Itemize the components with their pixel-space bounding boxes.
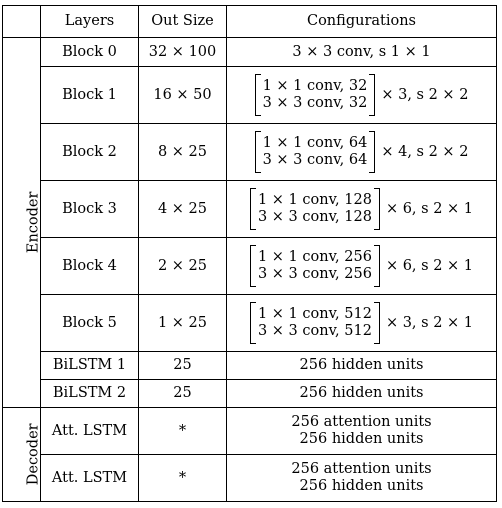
layer-name: BiLSTM 1 bbox=[40, 351, 139, 380]
configuration: 256 attention units 256 hidden units bbox=[226, 454, 497, 502]
architecture-table: Layers Out Size Configurations Encoder B… bbox=[2, 5, 497, 502]
config-line: 256 attention units bbox=[291, 461, 432, 478]
configuration: 1 × 1 conv, 512 3 × 3 conv, 512 × 3, s 2… bbox=[226, 294, 497, 352]
config-multiplier: × 6, s 2 × 1 bbox=[385, 257, 474, 274]
configuration: 1 × 1 conv, 256 3 × 3 conv, 256 × 6, s 2… bbox=[226, 237, 497, 295]
header-configurations: Configurations bbox=[226, 5, 497, 38]
config-line: 3 × 3 conv, 512 bbox=[257, 323, 372, 339]
decoder-label: Decoder bbox=[25, 423, 42, 486]
layer-name: Block 4 bbox=[40, 237, 139, 295]
config-line: 1 × 1 conv, 512 bbox=[257, 306, 372, 323]
table-row: Att. LSTM * 256 attention units 256 hidd… bbox=[3, 454, 497, 502]
layer-name: Att. LSTM bbox=[40, 407, 139, 455]
config-line: 256 attention units bbox=[291, 414, 432, 431]
table-row: Decoder Att. LSTM * 256 attention units … bbox=[2, 407, 497, 502]
out-size: * bbox=[138, 407, 227, 455]
config-line: 1 × 1 conv, 256 bbox=[257, 249, 372, 266]
configuration: 256 attention units 256 hidden units bbox=[226, 407, 497, 455]
table-row: Block 1 16 × 50 1 × 1 conv, 32 3 × 3 con… bbox=[3, 66, 497, 124]
configuration: 1 × 1 conv, 64 3 × 3 conv, 64 × 4, s 2 ×… bbox=[226, 123, 497, 181]
out-size: * bbox=[138, 454, 227, 502]
config-bracket: 1 × 1 conv, 512 3 × 3 conv, 512 bbox=[249, 302, 380, 345]
table-row: Block 5 1 × 25 1 × 1 conv, 512 3 × 3 con… bbox=[3, 294, 497, 352]
out-size: 2 × 25 bbox=[138, 237, 227, 295]
out-size: 25 bbox=[138, 379, 227, 408]
configuration: 256 hidden units bbox=[226, 351, 497, 380]
header-out-size: Out Size bbox=[138, 5, 227, 38]
config-multiplier: × 3, s 2 × 2 bbox=[381, 86, 469, 103]
config-bracket: 1 × 1 conv, 64 3 × 3 conv, 64 bbox=[254, 131, 376, 174]
config-line: 1 × 1 conv, 64 bbox=[262, 135, 368, 152]
layer-name: Block 3 bbox=[40, 180, 139, 238]
config-line: 256 hidden units bbox=[299, 478, 424, 494]
out-size: 32 × 100 bbox=[138, 37, 227, 67]
config-line: 3 × 3 conv, 32 bbox=[262, 95, 368, 111]
config-multiplier: × 6, s 2 × 1 bbox=[385, 200, 474, 217]
configuration: 1 × 1 conv, 32 3 × 3 conv, 32 × 3, s 2 ×… bbox=[226, 66, 497, 124]
config-line: 3 × 3 conv, 256 bbox=[257, 266, 372, 282]
layer-name: Att. LSTM bbox=[40, 454, 139, 502]
layer-name: Block 2 bbox=[40, 123, 139, 181]
config-bracket: 1 × 1 conv, 128 3 × 3 conv, 128 bbox=[249, 188, 380, 231]
config-multiplier: × 4, s 2 × 2 bbox=[381, 143, 469, 160]
table-row: Block 4 2 × 25 1 × 1 conv, 256 3 × 3 con… bbox=[3, 237, 497, 295]
table-row: Block 3 4 × 25 1 × 1 conv, 128 3 × 3 con… bbox=[3, 180, 497, 238]
decoder-section: Decoder bbox=[2, 407, 42, 502]
configuration: 256 hidden units bbox=[226, 379, 497, 408]
config-line: 3 × 3 conv, 64 bbox=[262, 152, 368, 168]
configuration: 3 × 3 conv, s 1 × 1 bbox=[226, 37, 497, 67]
header-section-cell bbox=[2, 5, 41, 38]
layer-name: Block 1 bbox=[40, 66, 139, 124]
table-row: Block 2 8 × 25 1 × 1 conv, 64 3 × 3 conv… bbox=[3, 123, 497, 181]
out-size: 8 × 25 bbox=[138, 123, 227, 181]
out-size: 25 bbox=[138, 351, 227, 380]
header-layers: Layers bbox=[40, 5, 139, 38]
table-row: BiLSTM 2 25 256 hidden units bbox=[3, 379, 497, 408]
table-row: Encoder Block 0 32 × 100 3 × 3 conv, s 1… bbox=[2, 37, 497, 408]
encoder-label: Encoder bbox=[25, 191, 42, 254]
config-line: 1 × 1 conv, 128 bbox=[257, 192, 372, 209]
encoder-section: Encoder bbox=[2, 37, 42, 408]
config-multiplier: × 3, s 2 × 1 bbox=[385, 314, 474, 331]
out-size: 16 × 50 bbox=[138, 66, 227, 124]
out-size: 1 × 25 bbox=[138, 294, 227, 352]
header-row: Layers Out Size Configurations bbox=[2, 5, 497, 38]
table-row: BiLSTM 1 25 256 hidden units bbox=[3, 351, 497, 380]
config-line: 3 × 3 conv, 128 bbox=[257, 209, 372, 225]
out-size: 4 × 25 bbox=[138, 180, 227, 238]
layer-name: Block 5 bbox=[40, 294, 139, 352]
configuration: 1 × 1 conv, 128 3 × 3 conv, 128 × 6, s 2… bbox=[226, 180, 497, 238]
config-bracket: 1 × 1 conv, 32 3 × 3 conv, 32 bbox=[254, 74, 376, 117]
config-line: 1 × 1 conv, 32 bbox=[262, 78, 368, 95]
config-bracket: 1 × 1 conv, 256 3 × 3 conv, 256 bbox=[249, 245, 380, 288]
config-line: 256 hidden units bbox=[299, 431, 424, 447]
layer-name: BiLSTM 2 bbox=[40, 379, 139, 408]
layer-name: Block 0 bbox=[40, 37, 139, 67]
